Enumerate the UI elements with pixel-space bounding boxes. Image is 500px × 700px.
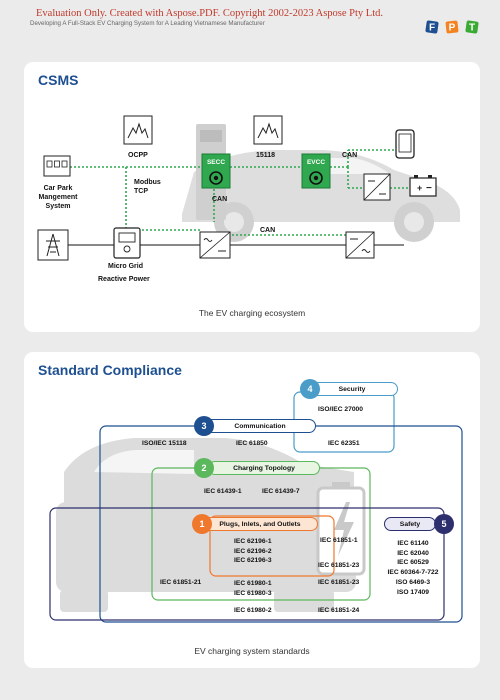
communication-pill: Communication [204, 419, 316, 433]
ev-ecosystem-diagram: + − SECC EVCC [37, 115, 460, 261]
rectifier-icon [199, 231, 231, 259]
ocpp-protocol-icon [123, 115, 153, 145]
iec61980-standards-list: IEC 61980-1 IEC 61980-3 [234, 580, 272, 597]
csms-card: CSMS [24, 62, 480, 332]
standards-title: Standard Compliance [38, 362, 182, 378]
csms-title: CSMS [38, 72, 79, 88]
battery-icon: + − [409, 175, 437, 197]
phone-icon [395, 129, 415, 159]
iec61439-1-standard: IEC 61439-1 [204, 488, 242, 495]
fpt-logo: F P T [424, 20, 486, 34]
iec62351-standard: IEC 62351 [328, 440, 360, 447]
iec61851-23-standard-b: IEC 61851-23 [318, 579, 360, 586]
group-3-badge: 3 [194, 416, 214, 436]
modbus-tcp-label: Modbus TCP [134, 179, 161, 196]
iec61850-standard: IEC 61850 [236, 440, 268, 447]
battery-icon [316, 482, 366, 576]
power-tower-icon [37, 229, 69, 261]
group-4-badge: 4 [300, 379, 320, 399]
secc-label: SECC [207, 159, 225, 166]
plugs-standards-list: IEC 62196-1 IEC 62196-2 IEC 62196-3 [234, 538, 272, 565]
iso15118-protocol-icon [253, 115, 283, 145]
car-park-system-label: Car Park Mangement System [38, 185, 78, 211]
iec61851-23-standard-a: IEC 61851-23 [318, 562, 360, 569]
logo-tile-p: P [445, 20, 459, 34]
iso15118-standard: ISO/IEC 15118 [142, 440, 187, 447]
secc-controller [201, 153, 231, 189]
can-top-label: CAN [342, 152, 358, 159]
csms-caption: The EV charging ecosystem [198, 308, 306, 318]
micro-grid-meter-icon [113, 227, 141, 259]
standards-diagram [49, 391, 463, 623]
security-standard: ISO/IEC 27000 [318, 406, 363, 413]
svg-text:P: P [449, 23, 456, 34]
logo-tile-f: F [425, 20, 439, 34]
document-subtitle: Developing A Full-Stack EV Charging Syst… [30, 20, 265, 27]
car-window [324, 158, 390, 174]
group-5-badge: 5 [434, 514, 454, 534]
iec61851-1-standard: IEC 61851-1 [320, 537, 358, 544]
evcc-controller [301, 153, 331, 189]
svg-text:+: + [417, 183, 422, 193]
onboard-converter-icon [363, 173, 391, 201]
reactive-power-label: Reactive Power [98, 276, 150, 283]
safety-standards-list: IEC 61140 IEC 62040 IEC 60529 IEC 60364-… [387, 540, 439, 596]
micro-grid-label: Micro Grid [108, 263, 144, 270]
dc-converter-icon [345, 231, 375, 259]
safety-outline [49, 507, 445, 621]
evcc-label: EVCC [307, 159, 325, 166]
iec61851-24-standard: IEC 61851-24 [318, 607, 360, 614]
svg-text:T: T [469, 23, 475, 34]
plugs-inlets-outlets-pill: Plugs, Inlets, and Outlets [202, 517, 318, 531]
svg-text:F: F [429, 23, 435, 34]
standards-caption: EV charging system standards [194, 646, 310, 656]
can-charger-label: CAN [212, 196, 228, 203]
logo-tile-t: T [465, 20, 479, 34]
watermark-text: Evaluation Only. Created with Aspose.PDF… [36, 8, 384, 19]
can-bottom-label: CAN [260, 227, 276, 234]
plugs-outline [209, 515, 335, 577]
standards-card: Standard Compliance Security 4 Communica… [24, 352, 480, 668]
iec61851-21-standard: IEC 61851-21 [160, 579, 202, 586]
svg-text:−: − [426, 183, 432, 194]
iec61980-2-standard: IEC 61980-2 [234, 607, 272, 614]
group-1-badge: 1 [192, 514, 212, 534]
safety-pill: Safety [384, 517, 436, 531]
iso15118-label: 15118 [256, 152, 276, 159]
group-2-badge: 2 [194, 458, 214, 478]
car-park-server-icon [43, 155, 71, 177]
iec61439-7-standard: IEC 61439-7 [262, 488, 300, 495]
security-pill: Security [306, 382, 398, 396]
charging-topology-pill: Charging Topology [208, 461, 320, 475]
ocpp-label: OCPP [128, 152, 148, 159]
